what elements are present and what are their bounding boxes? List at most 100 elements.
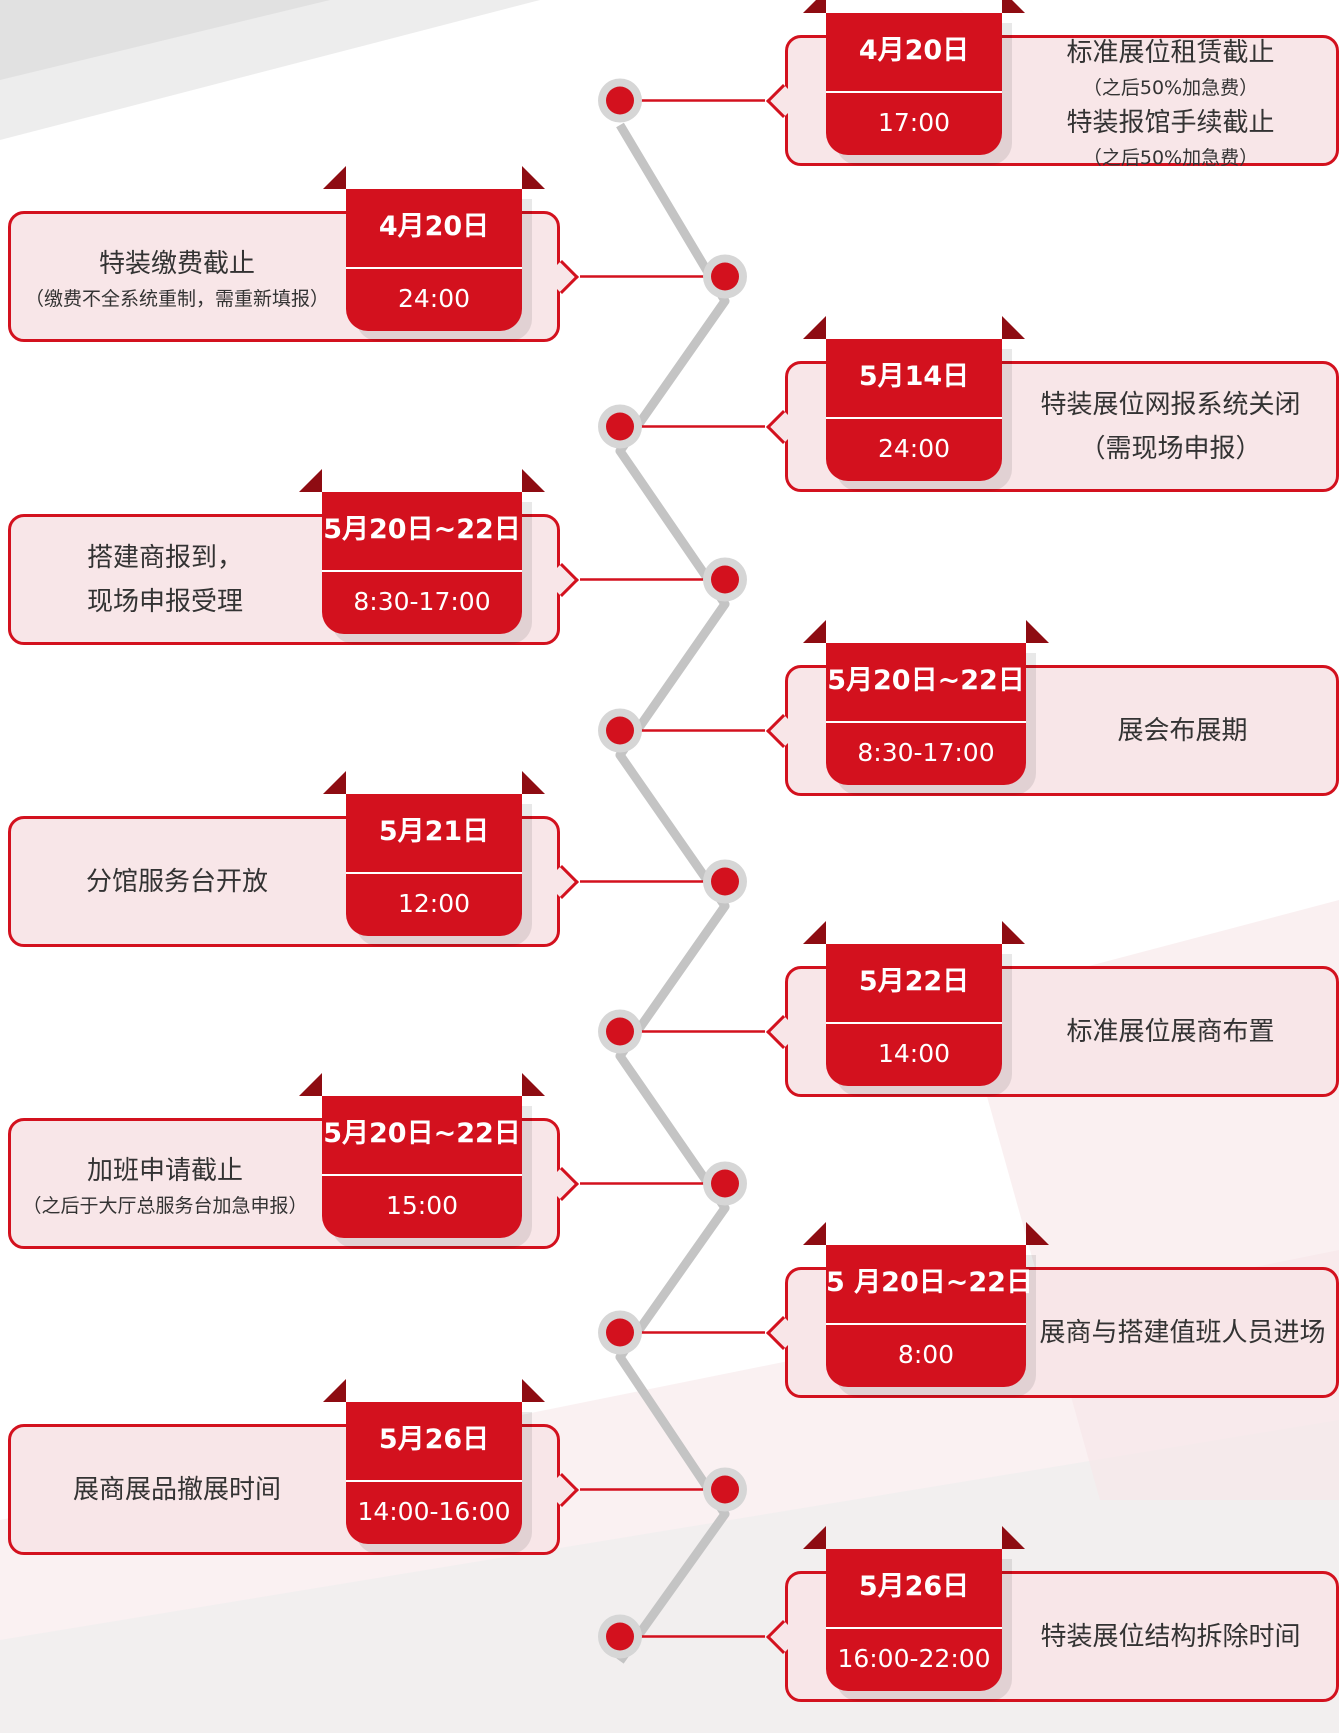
tag-divider <box>826 1323 1026 1325</box>
timeline-node-dot <box>711 1475 739 1504</box>
tag-divider <box>826 417 1002 419</box>
timeline-node-dot <box>606 1017 634 1046</box>
tag-divider <box>826 91 1002 93</box>
timeline-node-dot <box>606 716 634 745</box>
event-description: 展会布展期 <box>1026 665 1339 796</box>
timeline-event: 标准展位租赁截止（之后50%加急费）特装报馆手续截止（之后50%加急费）4月20… <box>766 0 1339 169</box>
timeline-node-dot <box>606 412 634 441</box>
event-label: （需现场申报） <box>1079 433 1262 464</box>
event-description: 标准展位租赁截止 （之后50%加急费） 特装报馆手续截止 （之后50%加急费） <box>1002 35 1339 169</box>
event-label: 特装报馆手续截止 <box>1066 107 1275 138</box>
date-tag: 5月20日~22日 15:00 <box>299 1073 545 1238</box>
tag-divider <box>826 721 1026 723</box>
event-description: 搭建商报到， 现场申报受理 <box>8 514 322 645</box>
tag-fold-left <box>803 1222 826 1245</box>
event-label: 展会布展期 <box>1117 715 1248 746</box>
event-time: 16:00-22:00 <box>837 1644 991 1673</box>
event-note: （之后50%加急费） <box>1082 76 1259 99</box>
event-description: 特装缴费截止（缴费不全系统重制，需重新填报） <box>8 211 346 342</box>
event-label: 加班申请截止 <box>86 1155 243 1186</box>
event-label: 标准展位租赁截止 <box>1066 37 1275 68</box>
event-description: 展商与搭建值班人员进场 <box>1026 1267 1339 1398</box>
tag-fold-right <box>522 166 545 189</box>
tag-fold-right <box>522 771 545 794</box>
event-time: 14:00 <box>877 1039 951 1068</box>
tag-fold-right <box>1002 0 1025 13</box>
timeline-event: 展商展品撤展时间 5月26日 14:00-16:00 <box>8 1379 579 1555</box>
event-label: 分馆服务台开放 <box>85 866 268 897</box>
tag-fold-right <box>1002 1526 1025 1549</box>
tag-fold-left <box>323 1379 346 1402</box>
tag-divider <box>826 1627 1002 1629</box>
date-tag: 5月14日 24:00 <box>803 316 1025 481</box>
event-time: 15:00 <box>385 1191 459 1220</box>
event-label: 现场申报受理 <box>86 586 243 617</box>
event-date: 5月21日 <box>378 816 490 847</box>
tag-fold-left <box>323 771 346 794</box>
timeline-node-dot <box>606 1622 634 1651</box>
event-time: 8:00 <box>897 1340 955 1369</box>
event-description: 展商展品撤展时间 <box>8 1424 346 1555</box>
timeline-zigzag-line <box>615 122 730 1664</box>
event-time: 14:00-16:00 <box>357 1497 511 1526</box>
date-tag: 5 月20日~22日 8:00 <box>803 1222 1049 1387</box>
event-date: 5月20日~22日 <box>323 1118 521 1149</box>
tag-fold-right <box>1026 1222 1049 1245</box>
event-description: 标准展位展商布置 <box>1002 966 1339 1097</box>
tag-fold-right <box>522 469 545 492</box>
tag-fold-right <box>522 1379 545 1402</box>
tag-fold-left <box>299 469 322 492</box>
event-label: 特装展位结构拆除时间 <box>1040 1621 1301 1652</box>
event-note: （缴费不全系统重制，需重新填报） <box>24 287 329 310</box>
tag-divider <box>322 1174 522 1176</box>
tag-divider <box>346 1480 522 1482</box>
event-time: 24:00 <box>877 434 951 463</box>
tag-fold-left <box>803 921 826 944</box>
event-date: 5月20日~22日 <box>323 514 521 545</box>
timeline-node-dot <box>711 565 739 594</box>
timeline-node-dot <box>711 262 739 291</box>
event-date: 4月20日 <box>378 211 490 242</box>
timeline-node-dot <box>711 867 739 896</box>
event-label: 特装展位网报系统关闭 <box>1040 389 1301 420</box>
tag-fold-left <box>299 1073 322 1096</box>
timeline-event: 标准展位展商布置 5月22日 14:00 <box>766 921 1339 1097</box>
event-time: 12:00 <box>397 889 471 918</box>
event-date: 5月22日 <box>858 966 970 997</box>
event-label: 展商展品撤展时间 <box>72 1474 281 1505</box>
tag-fold-left <box>803 620 826 643</box>
event-note: （之后50%加急费） <box>1082 146 1259 169</box>
tag-divider <box>346 267 522 269</box>
tag-fold-right <box>1002 316 1025 339</box>
timeline-event: 特装展位结构拆除时间 5月26日 16:00-22:00 <box>766 1526 1339 1702</box>
event-label: 搭建商报到， <box>86 542 243 573</box>
tag-fold-left <box>323 166 346 189</box>
event-label: 标准展位展商布置 <box>1066 1016 1275 1047</box>
tag-fold-right <box>1026 620 1049 643</box>
tag-fold-left <box>803 0 826 13</box>
timeline-node-dot <box>606 86 634 115</box>
timeline-event: 特装展位网报系统关闭 （需现场申报） 5月14日 24:00 <box>766 316 1339 492</box>
event-time: 8:30-17:00 <box>857 738 995 767</box>
date-tag: 5月20日~22日 8:30-17:00 <box>299 469 545 634</box>
event-date: 5月14日 <box>858 361 970 392</box>
date-tag: 5月21日 12:00 <box>323 771 545 936</box>
event-description: 特装展位网报系统关闭 （需现场申报） <box>1002 361 1339 492</box>
event-date: 5月26日 <box>378 1424 490 1455</box>
date-tag: 5月22日 14:00 <box>803 921 1025 1086</box>
tag-divider <box>826 1022 1002 1024</box>
timeline-event: 搭建商报到， 现场申报受理 5月20日~22日 8:30-17:00 <box>8 469 579 645</box>
event-description: 分馆服务台开放 <box>8 816 346 947</box>
event-time: 8:30-17:00 <box>353 587 491 616</box>
date-tag: 5月26日 14:00-16:00 <box>323 1379 545 1544</box>
tag-fold-left <box>803 1526 826 1549</box>
timeline-node-dot <box>711 1169 739 1198</box>
event-date: 5月26日 <box>858 1571 970 1602</box>
event-date: 5 月20日~22日 <box>826 1267 1033 1298</box>
timeline-event: 分馆服务台开放 5月21日 12:00 <box>8 771 579 947</box>
